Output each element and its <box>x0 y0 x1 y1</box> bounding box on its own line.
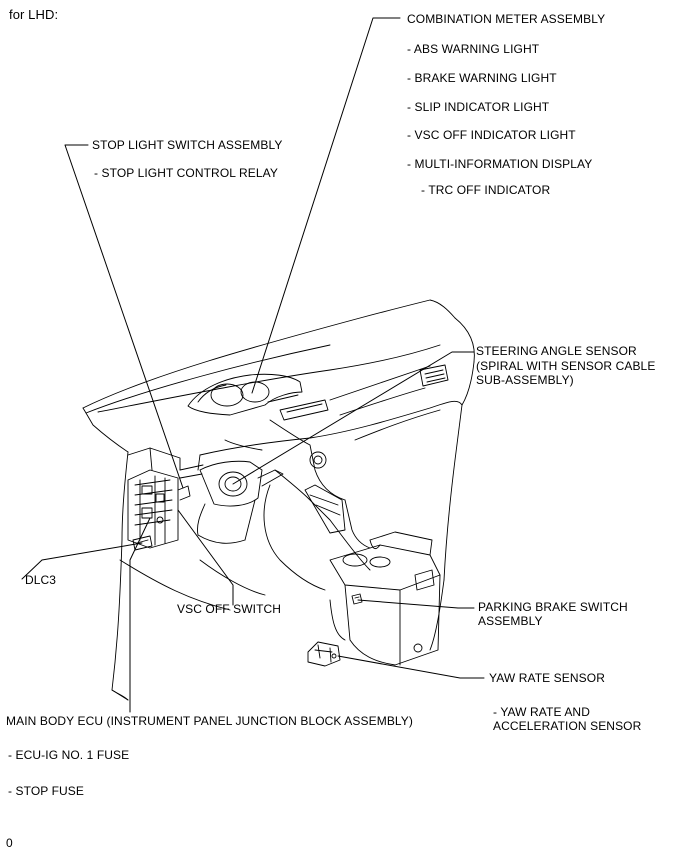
parking-brake-switch <box>351 593 363 605</box>
steering-column <box>179 460 284 544</box>
floor-outline <box>111 559 266 701</box>
yaw-rate-acceleration-sensor-label: - YAW RATE AND ACCELERATION SENSOR <box>493 705 642 733</box>
stop-light-switch-label: STOP LIGHT SWITCH ASSEMBLY <box>92 138 283 152</box>
yaw-rate-sensor-label: YAW RATE SENSOR <box>489 671 605 685</box>
combination-meter-label: COMBINATION METER ASSEMBLY <box>407 12 606 26</box>
vsc-off-switch-label: VSC OFF SWITCH <box>177 602 282 616</box>
ecu-ig-no1-fuse-label: - ECU-IG NO. 1 FUSE <box>8 748 130 762</box>
brake-warning-light-label: - BRAKE WARNING LIGHT <box>407 71 557 85</box>
parking-brake-switch-label: PARKING BRAKE SWITCH ASSEMBLY <box>478 600 628 628</box>
multi-information-display-label: - MULTI-INFORMATION DISPLAY <box>407 157 593 171</box>
stop-fuse-label: - STOP FUSE <box>8 784 85 798</box>
figure-mark: 0 <box>6 836 13 850</box>
center-console <box>263 469 441 666</box>
diagram-caption: for LHD: <box>9 7 59 22</box>
yaw-rate-sensor <box>307 641 341 667</box>
trc-off-indicator-label: - TRC OFF INDICATOR <box>421 183 551 197</box>
abs-warning-light-label: - ABS WARNING LIGHT <box>407 42 540 56</box>
stop-light-control-relay-label: - STOP LIGHT CONTROL RELAY <box>94 166 278 180</box>
main-body-ecu-label: MAIN BODY ECU (INSTRUMENT PANEL JUNCTION… <box>6 714 414 728</box>
vsc-off-indicator-light-label: - VSC OFF INDICATOR LIGHT <box>407 128 576 142</box>
slip-indicator-light-label: - SLIP INDICATOR LIGHT <box>407 100 550 114</box>
junction-block <box>127 447 191 549</box>
dlc3-label: DLC3 <box>25 573 57 587</box>
leader-lines <box>21 17 485 713</box>
combination-meter-hood <box>187 373 303 416</box>
instrument-panel-outline <box>82 299 475 701</box>
steering-angle-sensor-label: STEERING ANGLE SENSOR (SPIRAL WITH SENSO… <box>476 344 656 387</box>
